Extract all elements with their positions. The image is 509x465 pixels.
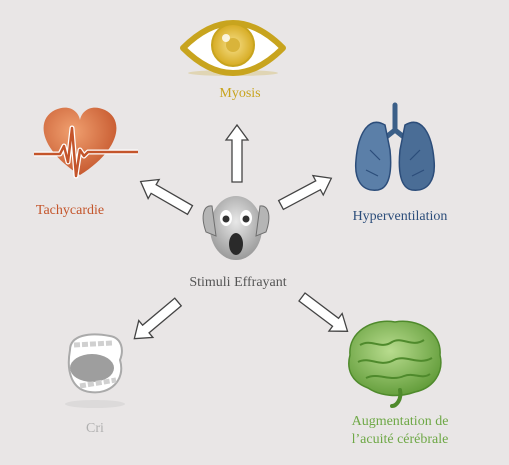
tachycardie-label: Tachycardie [35,203,105,218]
heart-pulse-icon [34,107,138,179]
brain-label: Augmentation de l’acuité cérébrale [351,414,449,447]
myosis-label: Myosis [219,86,261,101]
hyperventilation-label: Hyperventilation [352,209,448,224]
arrow-to-brain [298,292,349,332]
arrow-to-tachycardie [139,178,194,216]
lungs-icon [354,102,436,191]
arrow-to-cri [133,297,183,340]
eye-icon [180,20,286,76]
cri-label: Cri [86,421,104,436]
scream-face-icon [202,196,270,260]
brain-icon [348,320,442,408]
arrow-to-myosis [224,123,250,183]
open-mouth-icon [65,333,125,408]
center-label: Stimuli Effrayant [189,275,287,290]
arrow-to-hyperventilation [277,174,333,211]
